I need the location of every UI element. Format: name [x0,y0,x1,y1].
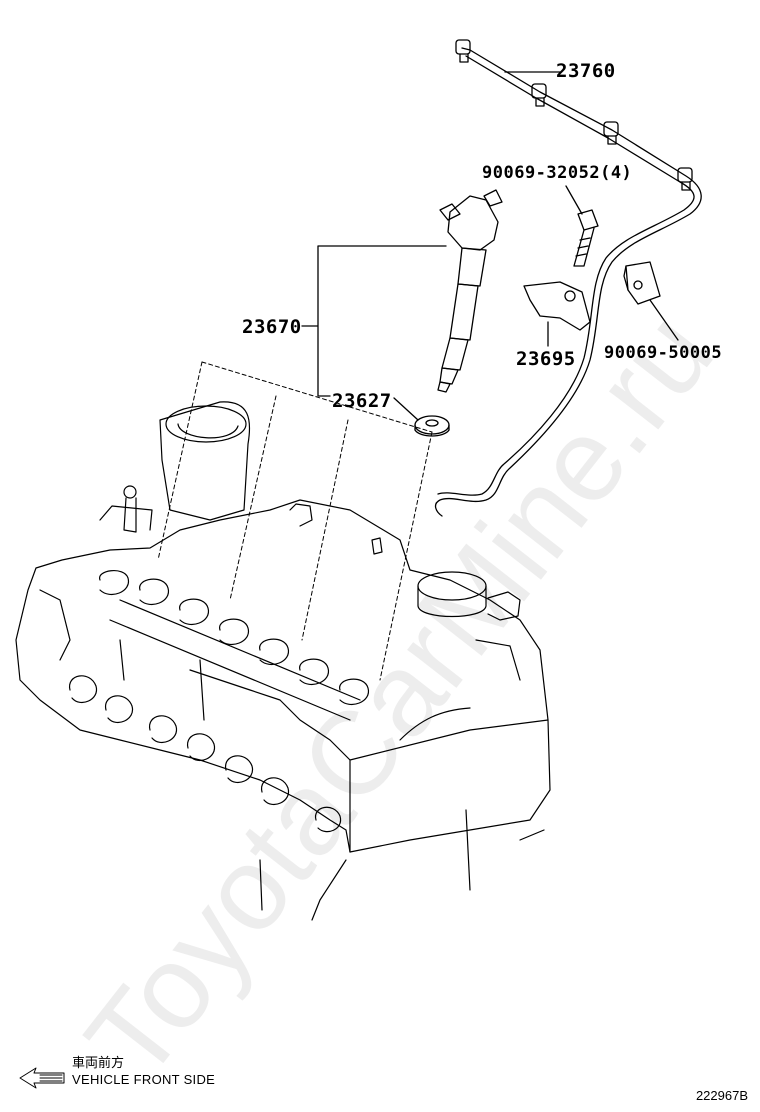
part-label-23627[interactable]: 23627 [332,390,392,412]
engine-head [15,401,551,921]
injector-23670 [437,189,503,393]
part-label-23670[interactable]: 23670 [242,316,302,338]
bolt-90069-32052 [573,209,599,267]
front-direction-label-en: VEHICLE FRONT SIDE [72,1072,216,1087]
diagram-id: 222967B [695,1088,748,1103]
part-label-23760[interactable]: 23760 [556,60,616,82]
part-label-90069-32052[interactable]: 90069-32052(4) [482,163,633,183]
leak-off-pipe-23760 [434,39,702,517]
clip-90069-50005 [623,261,661,305]
front-direction-label-jp: 車両前方 [72,1056,125,1071]
front-direction-arrow-shape [19,1067,65,1089]
part-label-23695[interactable]: 23695 [516,348,576,370]
clamp-23695 [523,281,591,331]
part-label-90069-50005[interactable]: 90069-50005 [604,343,723,363]
